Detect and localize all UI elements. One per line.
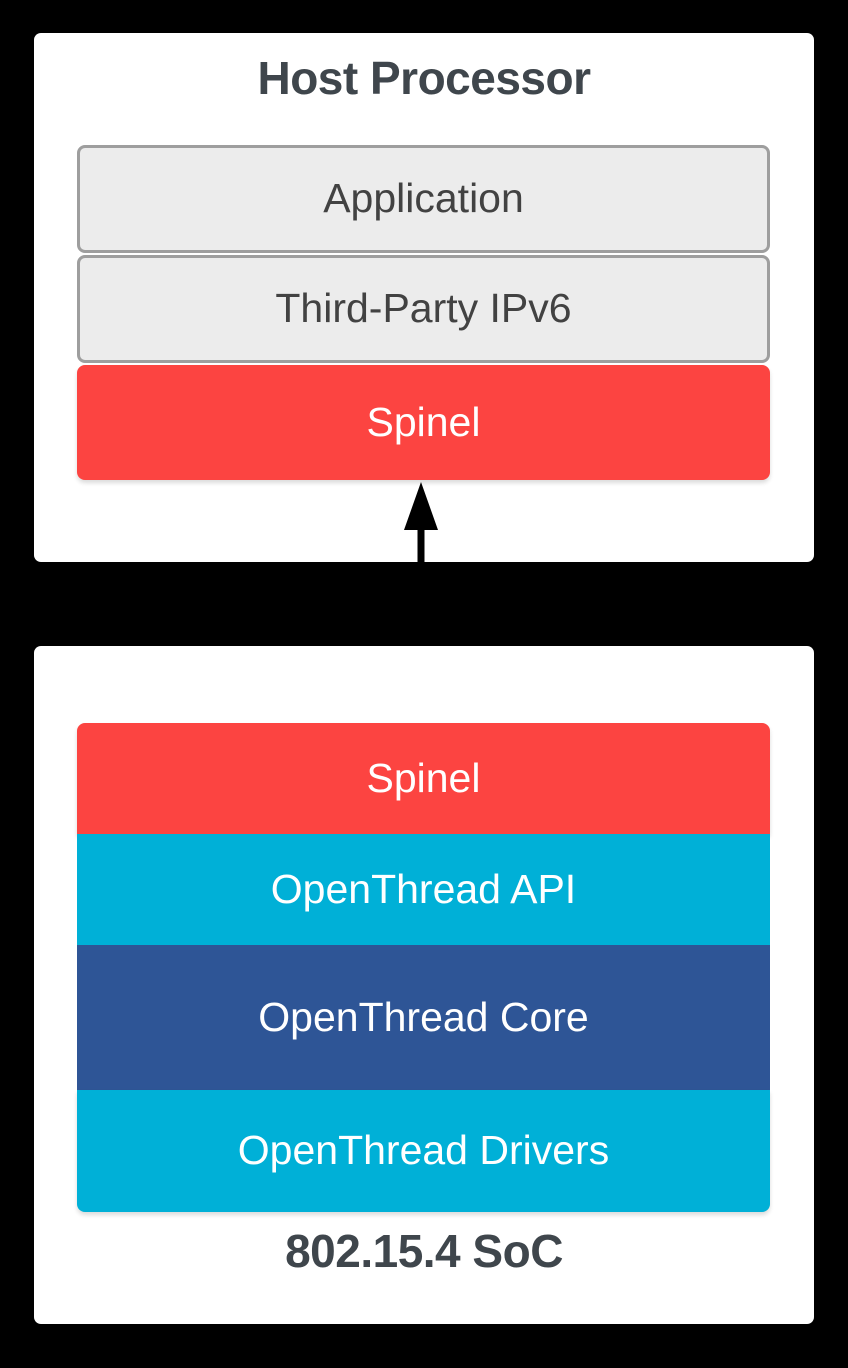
layer-openthread-api: OpenThread API — [77, 834, 770, 945]
layer-spinel-soc: Spinel — [77, 723, 770, 834]
layer-spinel-host-label: Spinel — [366, 398, 481, 445]
layer-third-party-ipv6-label: Third-Party IPv6 — [275, 285, 572, 332]
layer-application-label: Application — [323, 175, 524, 222]
layer-openthread-drivers: OpenThread Drivers — [77, 1090, 770, 1212]
layer-openthread-core-label: OpenThread Core — [258, 993, 589, 1040]
layer-openthread-api-label: OpenThread API — [270, 865, 577, 912]
layer-application: Application — [77, 145, 770, 253]
layer-openthread-drivers-label: OpenThread Drivers — [237, 1127, 610, 1174]
layer-spinel-soc-label: Spinel — [366, 754, 481, 801]
panel-title-host-processor: Host Processor — [257, 52, 591, 104]
layer-spinel-host: Spinel — [77, 365, 770, 480]
layer-third-party-ipv6: Third-Party IPv6 — [77, 255, 770, 363]
arrow-up-icon — [403, 482, 439, 646]
layer-openthread-core: OpenThread Core — [77, 945, 770, 1090]
panel-title-soc: 802.15.4 SoC — [285, 1225, 563, 1277]
